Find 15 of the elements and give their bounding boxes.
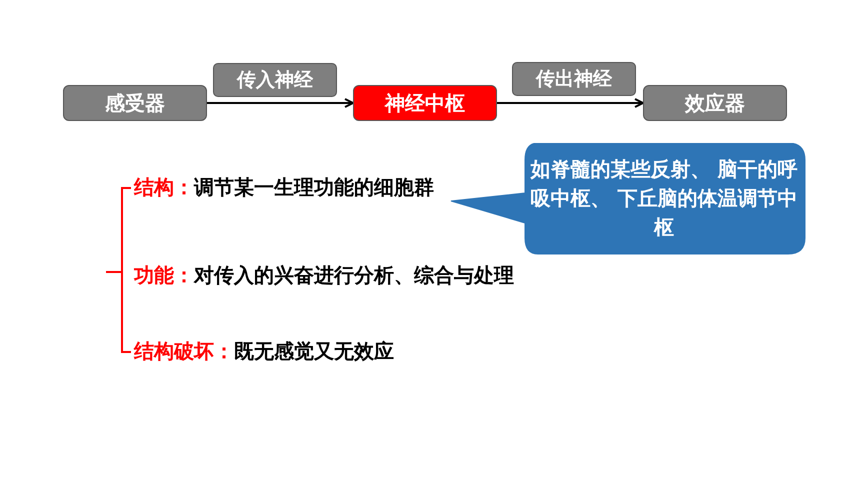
- term-label: 结构：: [134, 174, 194, 201]
- process-box: 效应器: [643, 85, 787, 121]
- arrow: [207, 98, 354, 108]
- speech-bubble: [448, 143, 806, 255]
- term-label: 功能：: [134, 262, 194, 289]
- edge-label: 传出神经: [512, 62, 636, 96]
- definition-text: 既无感觉又无效应: [234, 338, 394, 365]
- definition-text: 调节某一生理功能的细胞群: [194, 174, 434, 201]
- process-box: 神经中枢: [353, 85, 497, 121]
- process-box: 感受器: [63, 85, 207, 121]
- edge-label: 传入神经: [213, 63, 337, 97]
- callout-text: 如脊髓的某些反射、 脑干的呼吸中枢、 下丘脑的体温调节中枢: [529, 156, 798, 241]
- arrow: [497, 98, 644, 108]
- definition-text: 对传入的兴奋进行分析、综合与处理: [194, 262, 514, 289]
- term-label: 结构破坏：: [134, 338, 234, 365]
